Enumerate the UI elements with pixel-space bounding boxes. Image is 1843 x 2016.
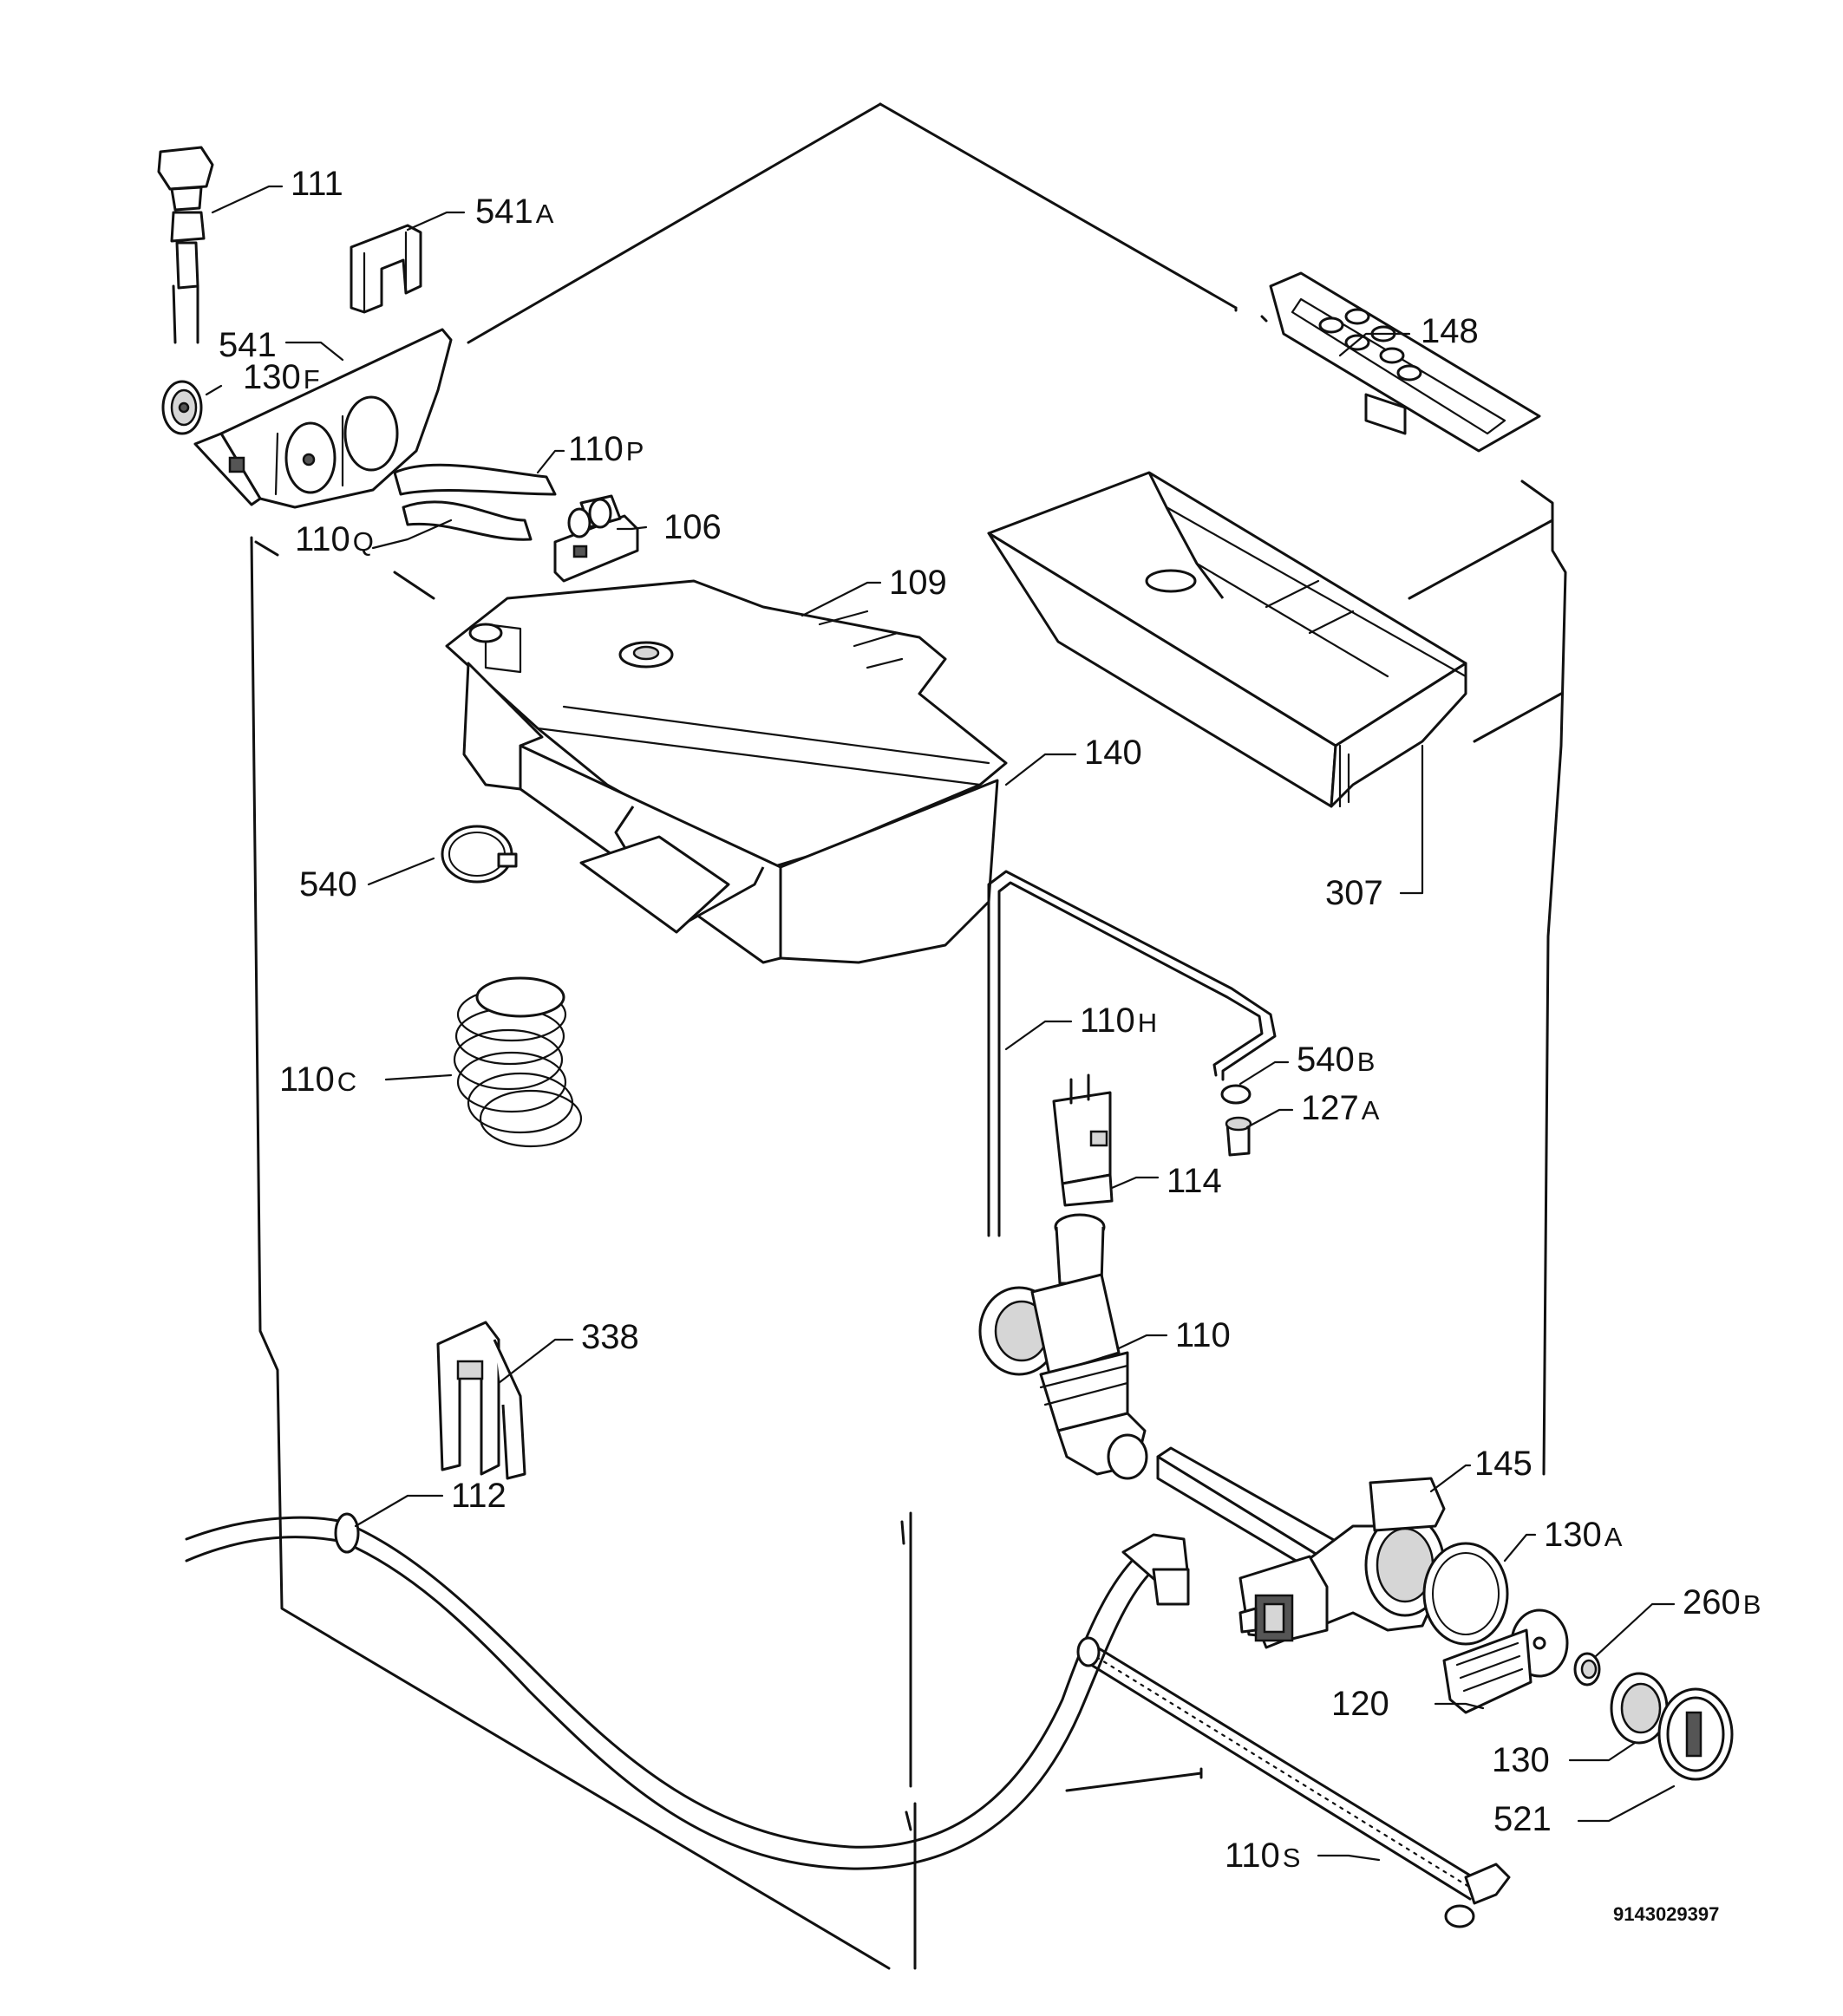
detergent-drawer-307 — [987, 471, 1467, 808]
label-521: 521 — [1493, 1800, 1552, 1838]
spring-260b — [1573, 1652, 1601, 1687]
nipple-127a — [1225, 1116, 1252, 1157]
label-109: 109 — [889, 564, 947, 602]
label-110h: 110H — [1080, 1001, 1158, 1040]
label-540: 540 — [299, 865, 357, 904]
drawer-handle-148 — [1269, 271, 1541, 453]
label-110s: 110S — [1225, 1837, 1301, 1875]
label-110: 110 — [1175, 1316, 1231, 1354]
label-110c: 110C — [279, 1060, 357, 1099]
label-260b: 260B — [1683, 1583, 1761, 1621]
label-148: 148 — [1421, 312, 1479, 350]
label-130f: 130F — [243, 358, 320, 396]
filter-cap-521 — [1657, 1687, 1734, 1781]
filter-120 — [1442, 1608, 1569, 1714]
hose-guide-338 — [436, 1321, 526, 1480]
corrugated-hose-110s — [1076, 1636, 1511, 1928]
diagram-number: 9143029397 — [1613, 1903, 1720, 1925]
label-540b: 540B — [1297, 1041, 1376, 1079]
clamp-ring-540 — [441, 825, 518, 884]
control-panel-541 — [193, 328, 453, 509]
inlet-hose-connector — [157, 146, 214, 344]
hose-110h — [987, 870, 1277, 1237]
label-120: 120 — [1331, 1685, 1389, 1723]
label-541: 541 — [219, 326, 277, 364]
label-541a: 541A — [475, 192, 554, 231]
clamp-540b — [1220, 1084, 1252, 1105]
label-145: 145 — [1474, 1445, 1533, 1483]
label-140: 140 — [1084, 734, 1142, 772]
label-130: 130 — [1492, 1741, 1550, 1779]
drain-hose-112 — [185, 1512, 1190, 1870]
label-110q: 110Q — [295, 520, 374, 558]
label-110p: 110P — [568, 430, 644, 468]
label-114: 114 — [1167, 1162, 1222, 1200]
label-112: 112 — [451, 1477, 506, 1515]
dispenser-housing-109 — [445, 579, 1008, 964]
coiled-hose-110c — [453, 976, 583, 1148]
leader-lines — [205, 185, 1676, 1862]
small-hoses-110p-110q — [393, 463, 557, 541]
seal-130 — [1610, 1672, 1669, 1745]
label-127a: 127A — [1301, 1089, 1380, 1127]
label-130a: 130A — [1544, 1516, 1623, 1554]
solenoid-valve-106 — [553, 494, 639, 583]
clip-541a — [350, 224, 422, 314]
drain-pump-145 — [1156, 1446, 1446, 1649]
knob-130f — [161, 380, 203, 435]
label-307: 307 — [1325, 874, 1383, 912]
label-338: 338 — [581, 1318, 639, 1356]
cabinet-outline — [250, 102, 1567, 1970]
label-111: 111 — [291, 165, 343, 203]
label-106: 106 — [663, 508, 722, 546]
seal-ring-130a — [1422, 1542, 1509, 1646]
pressure-switch-114 — [1052, 1073, 1114, 1207]
elbow-hose-110 — [978, 1213, 1148, 1480]
